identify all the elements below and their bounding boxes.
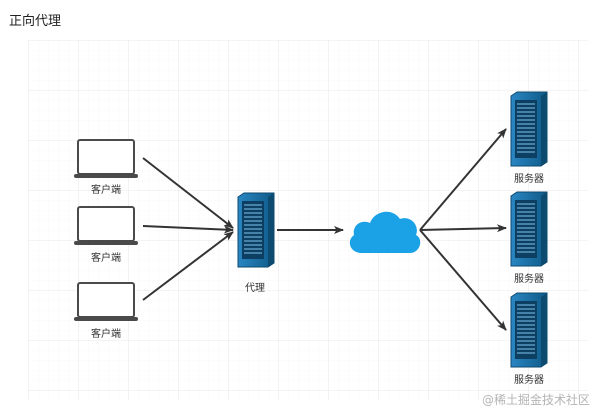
server-icon bbox=[237, 192, 275, 268]
server-icon bbox=[510, 91, 548, 167]
server-label-3: 服务器 bbox=[514, 373, 544, 386]
proxy-label: 代理 bbox=[245, 282, 265, 294]
server-label-1: 服务器 bbox=[514, 172, 544, 185]
server-label-2: 服务器 bbox=[514, 272, 544, 285]
arrow-client3-proxy bbox=[142, 231, 234, 301]
client-label-3: 客户端 bbox=[91, 327, 121, 340]
arrow-cloud-server1 bbox=[419, 128, 507, 231]
laptop-icon bbox=[74, 282, 138, 321]
client-label-2: 客户端 bbox=[91, 251, 121, 264]
proxy-server: 代理 bbox=[237, 192, 275, 294]
server-icon bbox=[510, 292, 548, 368]
laptop-icon bbox=[74, 206, 138, 245]
arrow-cloud-server2 bbox=[419, 224, 507, 233]
arrow-client1-proxy bbox=[142, 157, 234, 229]
laptop-icon bbox=[74, 139, 138, 178]
watermark: @稀土掘金技术社区 bbox=[481, 393, 590, 407]
arrow-cloud-server3 bbox=[419, 229, 507, 331]
server-3: 服务器 bbox=[510, 292, 548, 386]
client-laptop-2: 客户端 bbox=[74, 206, 138, 264]
server-1: 服务器 bbox=[510, 91, 548, 185]
client-label-1: 客户端 bbox=[91, 183, 121, 196]
client-laptop-3: 客户端 bbox=[74, 282, 138, 340]
arrow-client2-proxy bbox=[142, 225, 234, 234]
client-laptop-1: 客户端 bbox=[74, 139, 138, 196]
cloud-icon bbox=[349, 211, 421, 253]
page-title: 正向代理 bbox=[9, 14, 62, 29]
server-2: 服务器 bbox=[510, 191, 548, 285]
server-icon bbox=[510, 191, 548, 267]
